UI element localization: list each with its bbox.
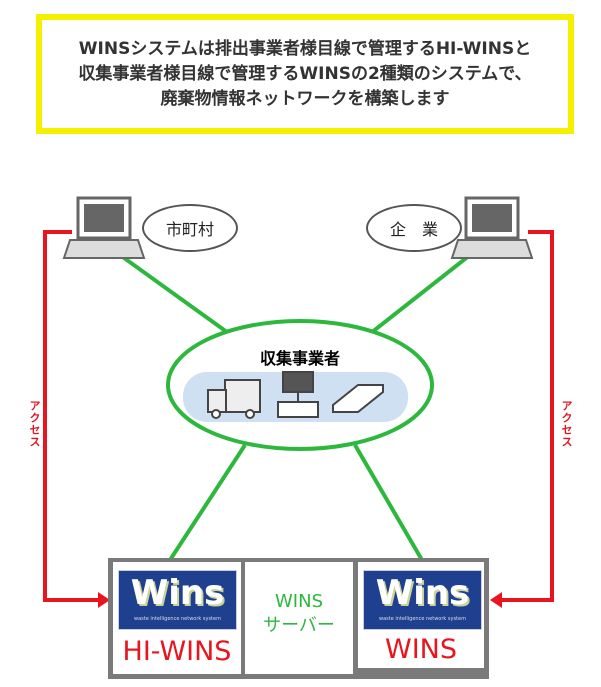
company-bubble: 企 業 bbox=[366, 204, 462, 252]
access-label-left: アクセス bbox=[28, 400, 41, 448]
line-municipality bbox=[118, 253, 240, 342]
header-box: WINSシステムは排出事業者様目線で管理するHI-WINSと 収集事業者様目線で… bbox=[36, 14, 574, 134]
company-label: 企 業 bbox=[389, 220, 438, 239]
server-label-2: サーバー bbox=[263, 615, 335, 636]
server-label-1: WINS bbox=[275, 591, 323, 612]
server-panel: WINS サーバー bbox=[245, 562, 353, 674]
device-box-icon bbox=[332, 384, 384, 413]
line-wins bbox=[353, 443, 424, 562]
truck-icon bbox=[207, 379, 261, 419]
municipality-bubble: 市町村 bbox=[142, 204, 238, 252]
line-company bbox=[360, 253, 472, 342]
collector-label: 収集事業者 bbox=[259, 349, 340, 368]
access-label-right: アクセス bbox=[560, 400, 573, 448]
header-line: 廃棄物情報ネットワークを構築します bbox=[160, 88, 450, 109]
municipality-label: 市町村 bbox=[165, 220, 214, 239]
header-line: WINSシステムは排出事業者様目線で管理するHI-WINSと bbox=[78, 38, 532, 59]
hiwins-label: HI-WINS bbox=[122, 636, 232, 667]
wins-label: WINS bbox=[385, 634, 457, 665]
access-arrow-right bbox=[500, 230, 554, 602]
laptop-icon-right bbox=[450, 196, 534, 259]
laptop-icon-left bbox=[62, 196, 146, 259]
header-line: 収集事業者様目線で管理するWINSの2種類のシステムで、 bbox=[78, 63, 532, 84]
line-hiwins bbox=[168, 443, 247, 562]
pc-terminal-icon bbox=[277, 371, 319, 418]
access-arrow-left bbox=[43, 230, 100, 602]
